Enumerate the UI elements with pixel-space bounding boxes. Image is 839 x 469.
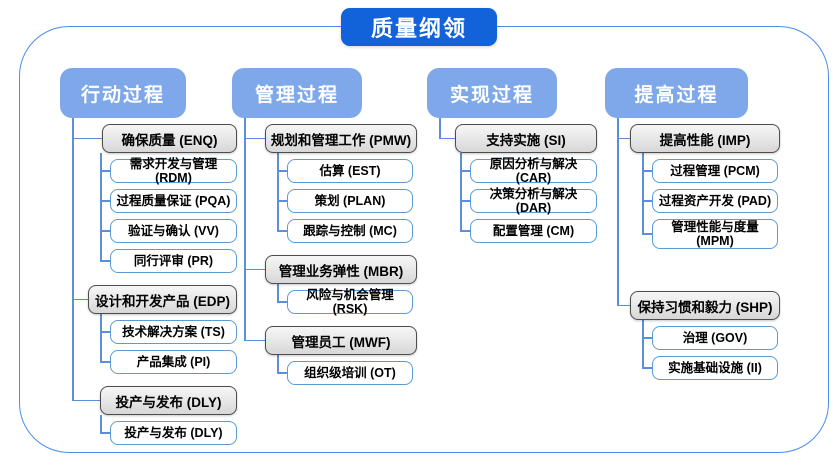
connector-line xyxy=(72,137,102,140)
connector-line xyxy=(277,284,279,302)
connector-line xyxy=(100,361,110,363)
connector-line xyxy=(277,153,279,231)
column-header-3: 实现过程 xyxy=(427,68,557,118)
connector-line xyxy=(277,200,287,202)
connector-line xyxy=(460,200,470,202)
connector-line xyxy=(460,230,470,232)
item-box: 过程资产开发 (PAD) xyxy=(652,189,778,213)
connector-line xyxy=(277,170,287,172)
connector-line xyxy=(100,415,102,433)
connector-line xyxy=(100,153,102,261)
item-box: 治理 (GOV) xyxy=(652,326,778,350)
item-box: 管理性能与度量 (MPM) xyxy=(652,219,778,249)
item-box: 实施基础设施 (II) xyxy=(652,356,778,380)
item-box: 估算 (EST) xyxy=(287,159,413,183)
item-box: 策划 (PLAN) xyxy=(287,189,413,213)
group-box: 投产与发布 (DLY) xyxy=(100,386,237,415)
connector-line xyxy=(277,355,279,373)
connector-line xyxy=(100,314,102,362)
item-box: 决策分析与解决 (DAR) xyxy=(470,187,597,215)
connector-line xyxy=(642,153,644,234)
connector-line xyxy=(100,170,110,172)
item-box: 需求开发与管理 (RDM) xyxy=(110,157,237,185)
connector-line xyxy=(617,118,619,306)
item-box: 投产与发布 (DLY) xyxy=(110,421,237,445)
group-box: 确保质量 (ENQ) xyxy=(102,124,237,153)
group-box: 设计和开发产品 (EDP) xyxy=(88,285,237,314)
item-box: 组织级培训 (OT) xyxy=(287,361,413,385)
item-box: 过程管理 (PCM) xyxy=(652,159,778,183)
group-box: 保持习惯和毅力 (SHP) xyxy=(630,291,780,320)
group-box: 规划和管理工作 (PMW) xyxy=(265,124,417,153)
connector-line xyxy=(244,268,265,271)
item-box: 产品集成 (PI) xyxy=(110,350,237,374)
connector-line xyxy=(617,304,630,307)
group-box: 支持实施 (SI) xyxy=(455,124,597,153)
item-box: 跟踪与控制 (MC) xyxy=(287,219,413,243)
connector-line xyxy=(439,118,441,139)
connector-line xyxy=(244,118,246,341)
connector-line xyxy=(642,367,652,369)
item-box: 验证与确认 (VV) xyxy=(110,219,237,243)
column-header-4: 提高过程 xyxy=(605,68,748,118)
item-box: 原因分析与解决 (CAR) xyxy=(470,157,597,185)
connector-line xyxy=(642,337,652,339)
connector-line xyxy=(460,170,470,172)
connector-line xyxy=(100,230,110,232)
item-box: 技术解决方案 (TS) xyxy=(110,320,237,344)
group-box: 管理业务弹性 (MBR) xyxy=(265,255,417,284)
connector-line xyxy=(460,153,462,231)
connector-line xyxy=(439,137,455,140)
connector-line xyxy=(244,339,265,342)
connector-line xyxy=(100,432,110,434)
connector-line xyxy=(642,320,644,368)
connector-line xyxy=(642,233,652,235)
item-box: 同行评审 (PR) xyxy=(110,249,237,273)
connector-line xyxy=(72,118,74,401)
column-header-1: 行动过程 xyxy=(60,68,186,118)
connector-line xyxy=(277,230,287,232)
connector-line xyxy=(642,170,652,172)
connector-line xyxy=(100,331,110,333)
connector-line xyxy=(100,260,110,262)
group-box: 管理员工 (MWF) xyxy=(265,326,417,355)
item-box: 配置管理 (CM) xyxy=(470,219,597,243)
connector-line xyxy=(617,137,630,140)
connector-line xyxy=(72,298,88,301)
connector-line xyxy=(642,200,652,202)
item-box: 风险与机会管理 (RSK) xyxy=(287,288,413,316)
connector-line xyxy=(277,301,287,303)
connector-line xyxy=(72,399,100,402)
connector-line xyxy=(244,137,265,140)
connector-line xyxy=(277,372,287,374)
diagram-title: 质量纲领 xyxy=(341,8,497,46)
column-header-2: 管理过程 xyxy=(232,68,362,118)
connector-line xyxy=(100,200,110,202)
item-box: 过程质量保证 (PQA) xyxy=(110,189,237,213)
group-box: 提高性能 (IMP) xyxy=(630,124,780,153)
